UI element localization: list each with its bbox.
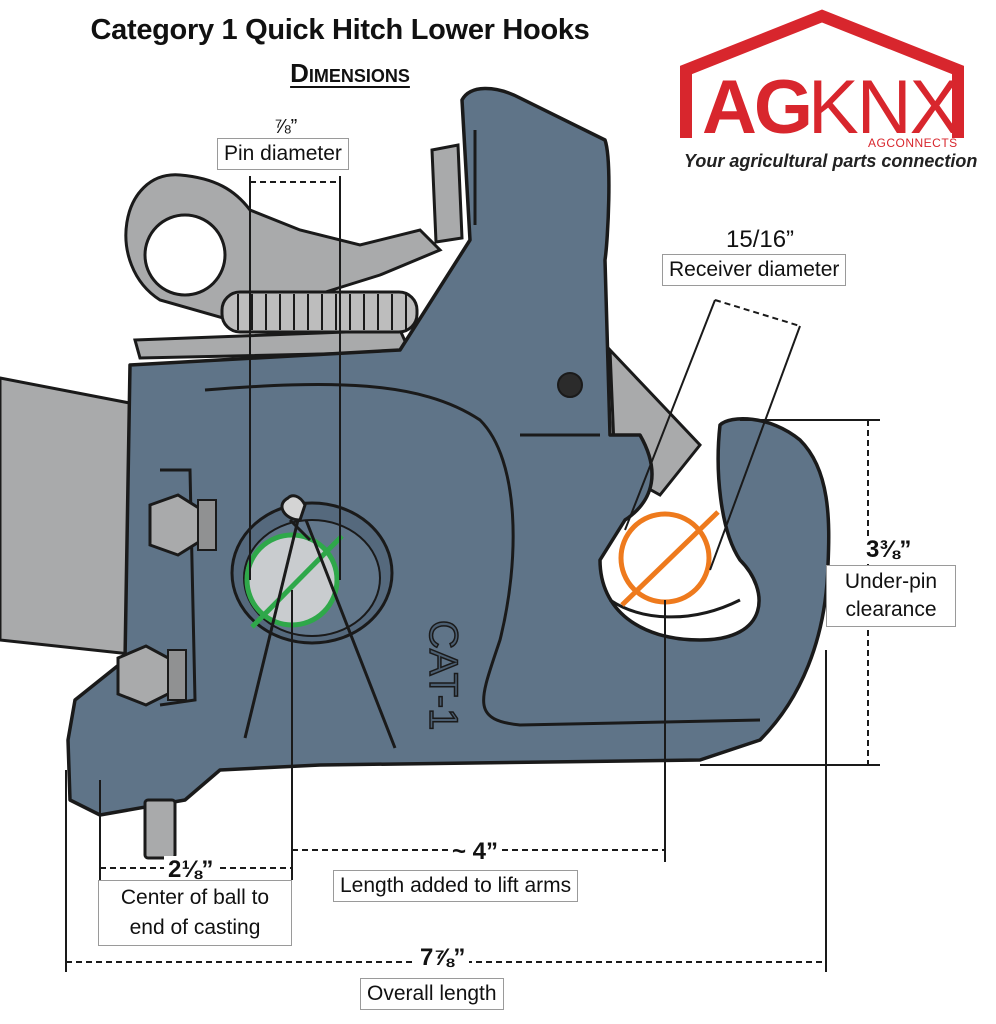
- logo-ag: AG: [702, 65, 813, 150]
- pin-diameter-label: Pin diameter: [217, 138, 349, 170]
- under-pin-clearance-text: Under-pin clearance: [844, 570, 938, 621]
- agknx-logo: AG KNX AGCONNECTS Your agricultural part…: [680, 8, 977, 178]
- overall-length-value: 7⅞”: [416, 944, 470, 972]
- bolt-head-top: [148, 493, 204, 557]
- casting-ribs: [159, 130, 761, 727]
- receiver-diameter-line: [620, 510, 720, 607]
- center-to-end-label: Center of ball to end of casting: [98, 880, 292, 946]
- spring: [220, 290, 419, 334]
- barn-roof-icon: [680, 9, 964, 138]
- length-added-value: ~ 4”: [448, 838, 503, 866]
- logo-knx: KNX: [808, 65, 960, 150]
- pin-diameter-line: [250, 534, 344, 629]
- set-screw: [557, 372, 583, 398]
- casting-mark: CAT-1: [421, 620, 465, 730]
- center-to-end-value: 2⅛”: [164, 856, 218, 884]
- under-pin-clearance-label: Under-pin clearance: [826, 565, 956, 627]
- latch-tab: [430, 143, 464, 244]
- bolt-head-bottom: [116, 644, 174, 707]
- logo-tagline: Your agricultural parts connection: [684, 151, 978, 171]
- page-title: Category 1 Quick Hitch Lower Hooks: [90, 14, 590, 46]
- overall-length-label: Overall length: [360, 978, 504, 1010]
- center-to-end-text: Center of ball to end of casting: [120, 886, 270, 939]
- receiver-diameter-circle: [618, 511, 712, 605]
- page-subtitle: Dimensions: [290, 58, 410, 88]
- stud: [143, 798, 177, 860]
- cotter-pin: [243, 494, 397, 749]
- receiver-diameter-label: Receiver diameter: [662, 254, 847, 286]
- length-added-label: Length added to lift arms: [333, 870, 579, 902]
- bolts: [116, 372, 583, 860]
- under-pin-clearance-value: 3⅜”: [862, 536, 916, 564]
- hook-casting: [66, 86, 831, 817]
- handle-ring: [143, 213, 227, 297]
- lift-arm: [0, 376, 142, 657]
- pin-diameter-value: ⅞”: [270, 116, 302, 139]
- receiver-diameter-value: 15/16”: [722, 226, 799, 254]
- logo-sub: AGCONNECTS: [868, 136, 958, 150]
